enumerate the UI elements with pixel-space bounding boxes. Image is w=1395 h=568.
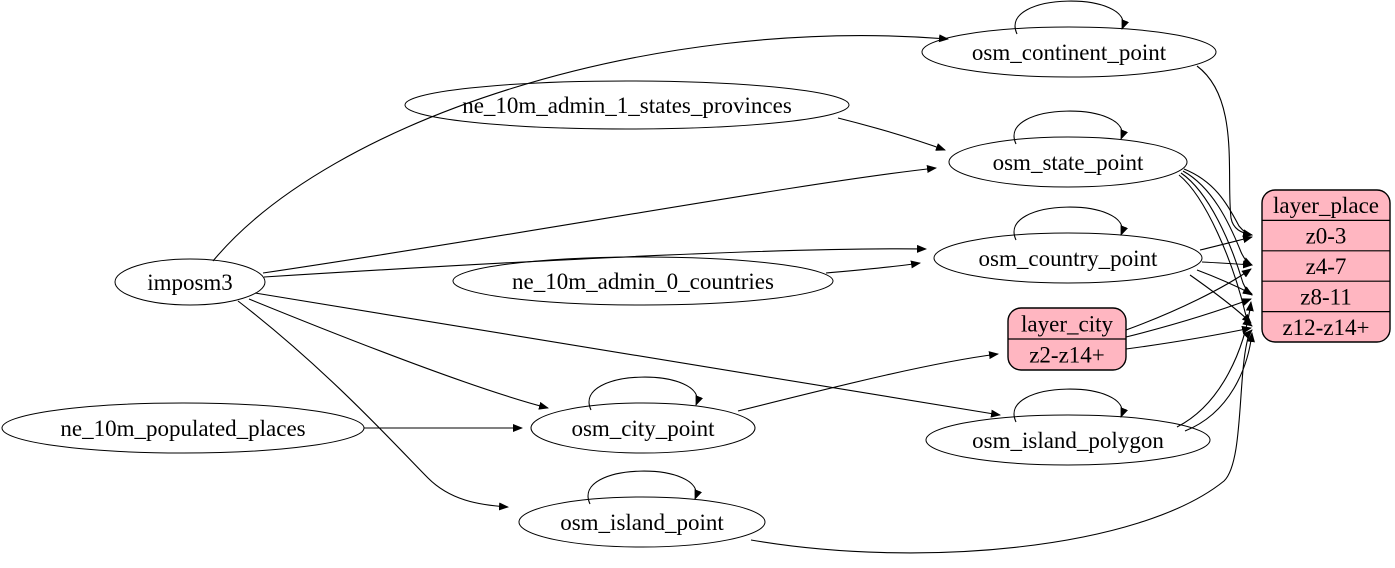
record-row-layer_place-layer_place: layer_place xyxy=(1273,193,1379,218)
node-shape-osm_city_point xyxy=(530,402,756,454)
node-shape-osm_country_point xyxy=(933,232,1203,284)
node-shape-osm_island_point xyxy=(518,496,766,548)
edge-osm_state_point-to-layer_place-z0-3 xyxy=(1183,168,1253,238)
self-loop-osm_state_point xyxy=(1013,110,1129,145)
record-row-layer_place-z0-3: z0-3 xyxy=(1306,224,1347,249)
edge-osm_country_point-to-layer_place-z4-7 xyxy=(1201,260,1253,269)
edge-osm_country_point-to-layer_place-z0-3 xyxy=(1199,235,1253,251)
node-shape-osm_island_polygon xyxy=(925,414,1211,466)
record-row-layer_place-z4-7: z4-7 xyxy=(1306,254,1347,279)
node-shape-ne_10m_admin_1_states_provinces xyxy=(404,80,850,130)
node-label-ne_10m_admin_1_states_provinces: ne_10m_admin_1_states_provinces xyxy=(462,93,792,118)
edge-imposm3-to-osm_state_point xyxy=(262,165,937,274)
node-label-ne_10m_populated_places: ne_10m_populated_places xyxy=(60,416,305,441)
record-shape-layer_place xyxy=(1261,189,1391,343)
node-shape-ne_10m_admin_0_countries xyxy=(452,256,834,306)
record-row-layer_city-layer_city: layer_city xyxy=(1021,312,1113,337)
self-loop-osm_island_polygon xyxy=(1013,388,1129,423)
edge-imposm3-to-osm_island_polygon xyxy=(254,292,1001,418)
node-imposm3: imposm3 xyxy=(114,258,266,306)
edge-ne_10m_admin_1_states_provinces-to-osm_state_point xyxy=(837,117,946,151)
edge-osm_island_polygon-to-layer_place-z12-z14+ xyxy=(1184,332,1255,432)
node-ne_10m_admin_0_countries: ne_10m_admin_0_countries xyxy=(452,256,834,306)
edge-layer_city-to-layer_place-z4-7 xyxy=(1125,268,1252,331)
node-label-osm_island_point: osm_island_point xyxy=(560,510,724,535)
node-ne_10m_admin_1_states_provinces: ne_10m_admin_1_states_provinces xyxy=(404,80,850,130)
edge-osm_city_point-to-layer_city-z2-z14+ xyxy=(737,351,999,412)
edge-imposm3-to-osm_country_point xyxy=(263,244,927,278)
edge-osm_island_point-to-layer_place-z12-z14+ xyxy=(750,329,1253,554)
node-label-osm_country_point: osm_country_point xyxy=(979,246,1158,271)
node-osm_island_point: osm_island_point xyxy=(518,496,766,548)
edges-layer xyxy=(212,0,1255,554)
node-label-osm_city_point: osm_city_point xyxy=(571,416,715,441)
self-loop-osm_continent_point xyxy=(1014,0,1130,35)
node-label-imposm3: imposm3 xyxy=(147,270,233,295)
node-label-osm_island_polygon: osm_island_polygon xyxy=(972,428,1164,453)
node-ne_10m_populated_places: ne_10m_populated_places xyxy=(1,402,365,454)
edge-imposm3-to-osm_island_point xyxy=(237,300,509,511)
node-osm_continent_point: osm_continent_point xyxy=(921,26,1217,78)
record-row-layer_place-z8-11: z8-11 xyxy=(1300,284,1352,309)
node-osm_island_polygon: osm_island_polygon xyxy=(925,414,1211,466)
node-label-ne_10m_admin_0_countries: ne_10m_admin_0_countries xyxy=(512,269,774,294)
node-layer_place: layer_place z0-3 z4-7 z8-11 z12-z14+ xyxy=(1261,189,1391,343)
edge-osm_continent_point-to-layer_place-z0-3 xyxy=(1196,65,1253,238)
node-osm_city_point: osm_city_point xyxy=(530,402,756,454)
edge-layer_city-to-layer_place-z12-z14+ xyxy=(1125,325,1252,350)
record-row-layer_city-z2-z14+: z2-z14+ xyxy=(1029,343,1105,368)
self-loop-osm_island_point xyxy=(587,470,703,505)
node-shape-osm_continent_point xyxy=(921,26,1217,78)
node-shape-osm_state_point xyxy=(948,136,1188,188)
self-loop-osm_country_point xyxy=(1013,206,1129,241)
record-row-layer_place-z12-z14+: z12-z14+ xyxy=(1282,315,1369,340)
node-layer_city: layer_city z2-z14+ xyxy=(1007,307,1127,371)
edge-osm_country_point-to-layer_place-z8-11 xyxy=(1196,269,1253,295)
edge-layer_city-to-layer_place-z8-11 xyxy=(1125,298,1252,338)
node-osm_state_point: osm_state_point xyxy=(948,136,1188,188)
edge-osm_island_polygon-to-layer_place-z8-11 xyxy=(1176,301,1254,428)
node-label-osm_state_point: osm_state_point xyxy=(993,150,1144,175)
edge-imposm3-to-osm_city_point xyxy=(248,298,549,410)
edge-osm_country_point-to-layer_place-z12-z14+ xyxy=(1189,274,1252,324)
edge-imposm3-to-osm_continent_point xyxy=(212,34,949,262)
node-osm_country_point: osm_country_point xyxy=(933,232,1203,284)
node-label-osm_continent_point: osm_continent_point xyxy=(972,40,1167,65)
nodes-layer: imposm3 ne_10m_admin_1_states_provincesne… xyxy=(1,26,1391,548)
node-shape-imposm3 xyxy=(114,258,266,306)
edge-ne_10m_admin_0_countries-to-osm_country_point xyxy=(825,260,921,274)
self-loop-osm_city_point xyxy=(588,376,704,411)
